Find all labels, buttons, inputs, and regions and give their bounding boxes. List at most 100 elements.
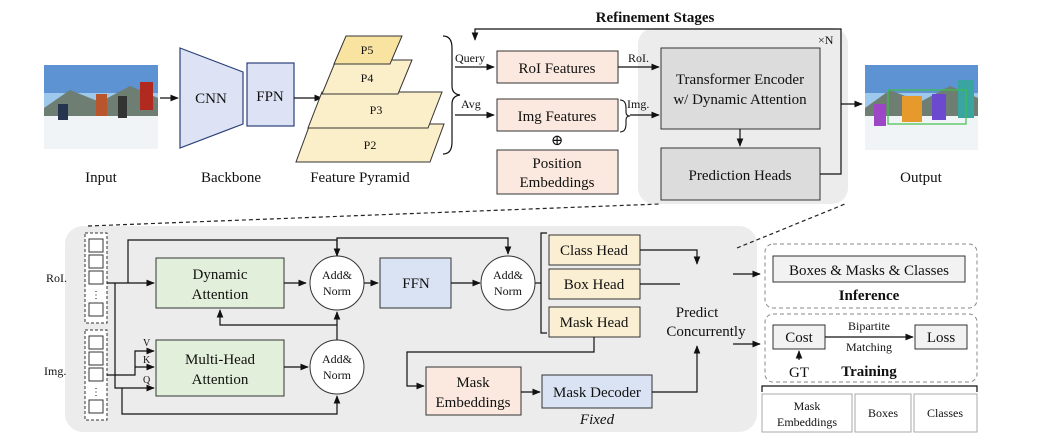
detail-panel — [65, 226, 757, 432]
img-to-v-line — [107, 347, 155, 376]
refinement-stages-title: Refinement Stages — [596, 10, 715, 26]
dynamic-attention-line2: Attention — [192, 287, 249, 303]
img-token-ellipsis: ⋮ — [91, 387, 101, 398]
roi-token-ellipsis: ⋮ — [91, 290, 101, 301]
training-title: Training — [841, 364, 897, 380]
ffn-box — [379, 257, 452, 309]
gt-bracket — [761, 385, 978, 392]
prediction-heads-label: Prediction Heads — [689, 168, 792, 184]
encoder-line2: w/ Dynamic Attention — [673, 92, 807, 108]
loss-box — [914, 324, 968, 350]
img-pos-brace — [619, 99, 631, 133]
img-features-box — [496, 98, 619, 132]
mask-decoder-label: Mask Decoder — [553, 385, 641, 401]
mha-line2: Attention — [192, 372, 249, 388]
addnorm-3-line1: Add& — [322, 352, 353, 366]
pyramid-brace — [442, 35, 461, 155]
input-image — [44, 65, 158, 149]
mask-head-down-line — [406, 337, 595, 390]
oplus-symbol: ⊕ — [551, 133, 564, 149]
mask-embeddings-line2: Embeddings — [436, 395, 511, 411]
decoder-to-predict-line — [652, 345, 701, 393]
class-to-predict-line — [640, 249, 701, 265]
gt-mask-box — [761, 393, 853, 433]
roi-arrow-label: RoI. — [628, 51, 649, 65]
inference-output-label: Boxes & Masks & Classes — [789, 263, 949, 279]
loss-label: Loss — [927, 330, 956, 346]
addnorm-2-line2: Norm — [494, 284, 523, 298]
k-label: K — [143, 355, 151, 366]
addnorm3-to-dynamic-line — [216, 309, 337, 326]
fpn-block — [246, 62, 295, 127]
position-embeddings-box — [496, 149, 619, 195]
avg-label: Avg — [461, 97, 481, 111]
addnorm-3-line2: Norm — [323, 368, 352, 382]
feature-pyramid-label: Feature Pyramid — [310, 170, 410, 186]
pyramid-label-p2: P2 — [364, 138, 377, 152]
inference-output-box — [772, 255, 966, 283]
zoom-dash-right — [736, 203, 846, 249]
box-head-label: Box Head — [564, 277, 625, 293]
addnorm-2-line1: Add& — [493, 268, 524, 282]
residual-ffn-line — [336, 237, 512, 256]
encoder-line1: Transformer Encoder — [676, 72, 804, 88]
ffn-label: FFN — [402, 276, 430, 292]
mask-decoder-box — [541, 374, 653, 409]
multi-head-attention-box — [155, 339, 285, 397]
pyramid-label-p3: P3 — [370, 103, 383, 117]
dynamic-attention-box — [155, 257, 285, 309]
roi-token-cells — [88, 238, 104, 317]
addnorm-1-circle — [309, 255, 365, 311]
img-row-label: Img. — [44, 364, 66, 378]
gt-classes-box — [913, 393, 978, 433]
pyramid-label-p5: P5 — [361, 43, 374, 57]
transformer-encoder-box — [660, 47, 821, 130]
gt-mask-line2: Embeddings — [777, 415, 837, 429]
gt-label: GT — [789, 365, 809, 381]
v-label: V — [143, 338, 151, 349]
mask-embeddings-box — [425, 366, 522, 416]
img-token-cells — [88, 335, 104, 414]
class-head-box — [548, 234, 641, 266]
pyramid-plane-p4 — [321, 59, 413, 95]
times-n-label: ×N — [818, 33, 834, 47]
cnn-label: CNN — [195, 91, 227, 107]
addnorm-1-line1: Add& — [322, 268, 353, 282]
gt-boxes-box — [854, 393, 912, 433]
pyramid-plane-p5 — [333, 35, 403, 65]
cost-label: Cost — [785, 330, 813, 346]
gt-mask-line1: Mask — [794, 399, 821, 413]
output-image — [865, 65, 978, 150]
roi-row-label: RoI. — [46, 271, 67, 285]
mask-embeddings-line1: Mask — [456, 375, 490, 391]
output-label: Output — [900, 170, 943, 186]
img-arrow-label: Img. — [627, 97, 649, 111]
pyramid-plane-p3 — [307, 91, 443, 129]
bipartite-label: Bipartite — [848, 319, 890, 333]
addnorm-2-circle — [480, 255, 536, 311]
residual-bottom-line — [121, 388, 341, 415]
predict-line1: Predict — [676, 305, 719, 321]
gt-classes-label: Classes — [927, 406, 963, 420]
fpn-label: FPN — [256, 89, 284, 105]
roi-features-label: RoI Features — [518, 61, 595, 77]
position-embeddings-line2: Embeddings — [520, 175, 595, 191]
backbone-label: Backbone — [201, 170, 261, 186]
class-head-label: Class Head — [560, 243, 628, 259]
pyramid-label-p4: P4 — [361, 71, 374, 85]
roi-to-q-line — [114, 283, 155, 392]
addnorm-3-circle — [309, 339, 365, 395]
pyramid-plane-p2 — [295, 123, 445, 163]
inference-title: Inference — [839, 288, 900, 304]
q-label: Q — [143, 375, 151, 386]
img-features-label: Img Features — [518, 109, 597, 125]
addnorm-1-line2: Norm — [323, 284, 352, 298]
refinement-loop-line — [471, 28, 842, 175]
mask-head-label: Mask Head — [560, 315, 629, 331]
prediction-heads-box — [660, 147, 821, 201]
query-label: Query — [455, 51, 485, 65]
fixed-label: Fixed — [579, 412, 615, 428]
input-label: Input — [85, 170, 117, 186]
